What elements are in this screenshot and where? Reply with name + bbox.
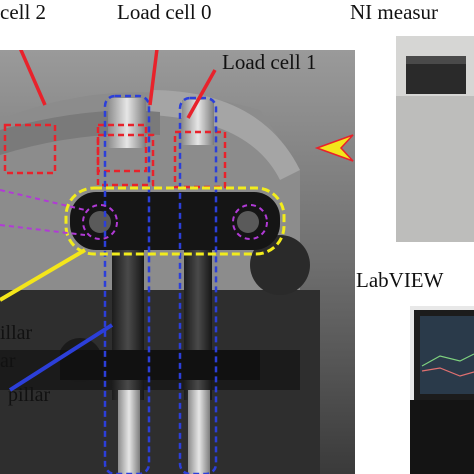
load-cell-1-box bbox=[173, 130, 227, 189]
crossbeam bbox=[70, 192, 280, 250]
pivot-right-outline bbox=[232, 204, 268, 240]
arrow-crossbeam bbox=[0, 248, 87, 302]
arrow-pillar bbox=[8, 323, 114, 392]
labview-trace-green bbox=[421, 353, 474, 367]
rod-left bbox=[118, 390, 140, 474]
load-cell-2-label: cell 2 bbox=[0, 0, 47, 24]
ni-photo-table bbox=[396, 96, 474, 242]
apparatus-photo bbox=[0, 50, 355, 474]
pillar-1-outline bbox=[178, 96, 218, 474]
load-cell-2-box bbox=[3, 123, 57, 175]
arrow-load-cell-1 bbox=[186, 69, 217, 119]
crossbeam-outline bbox=[64, 186, 286, 256]
ni-device-top bbox=[406, 56, 466, 64]
arrow-load-cell-0 bbox=[148, 50, 159, 106]
right-gear bbox=[250, 235, 310, 295]
pillar-0-outline bbox=[103, 94, 151, 474]
top-cylinder-0 bbox=[108, 98, 146, 148]
pillar-label-3: pillar bbox=[8, 384, 51, 406]
laptop-base bbox=[410, 400, 474, 474]
load-cell-0-label: Load cell 0 bbox=[117, 0, 212, 24]
ni-device-photo bbox=[396, 36, 474, 242]
purple-leader-1 bbox=[0, 189, 86, 211]
load-cell-0-box bbox=[96, 133, 155, 187]
labview-laptop-photo bbox=[410, 306, 474, 474]
crossbeam-pivot-right bbox=[237, 211, 259, 233]
rod-right bbox=[188, 390, 210, 474]
labview-label: LabVIEW bbox=[356, 268, 444, 292]
lower-bracket bbox=[60, 350, 260, 380]
pivot-left-outline bbox=[82, 204, 118, 240]
pointer-arrow-shape bbox=[315, 134, 354, 162]
crossbeam-pivot-left bbox=[89, 211, 111, 233]
labview-trace-red bbox=[421, 367, 474, 377]
laptop-screen bbox=[420, 316, 474, 394]
load-cell-0-box-upper bbox=[96, 123, 148, 173]
pillar-label-1: illar bbox=[0, 322, 33, 344]
pillar-label-2: ar bbox=[0, 350, 16, 372]
top-cylinder-1 bbox=[182, 100, 214, 145]
load-cell-1-label: Load cell 1 bbox=[222, 50, 317, 74]
ni-device-label: NI measur bbox=[350, 0, 439, 24]
pointer-arrow-icon bbox=[315, 134, 354, 162]
arrow-load-cell-2 bbox=[19, 50, 47, 106]
